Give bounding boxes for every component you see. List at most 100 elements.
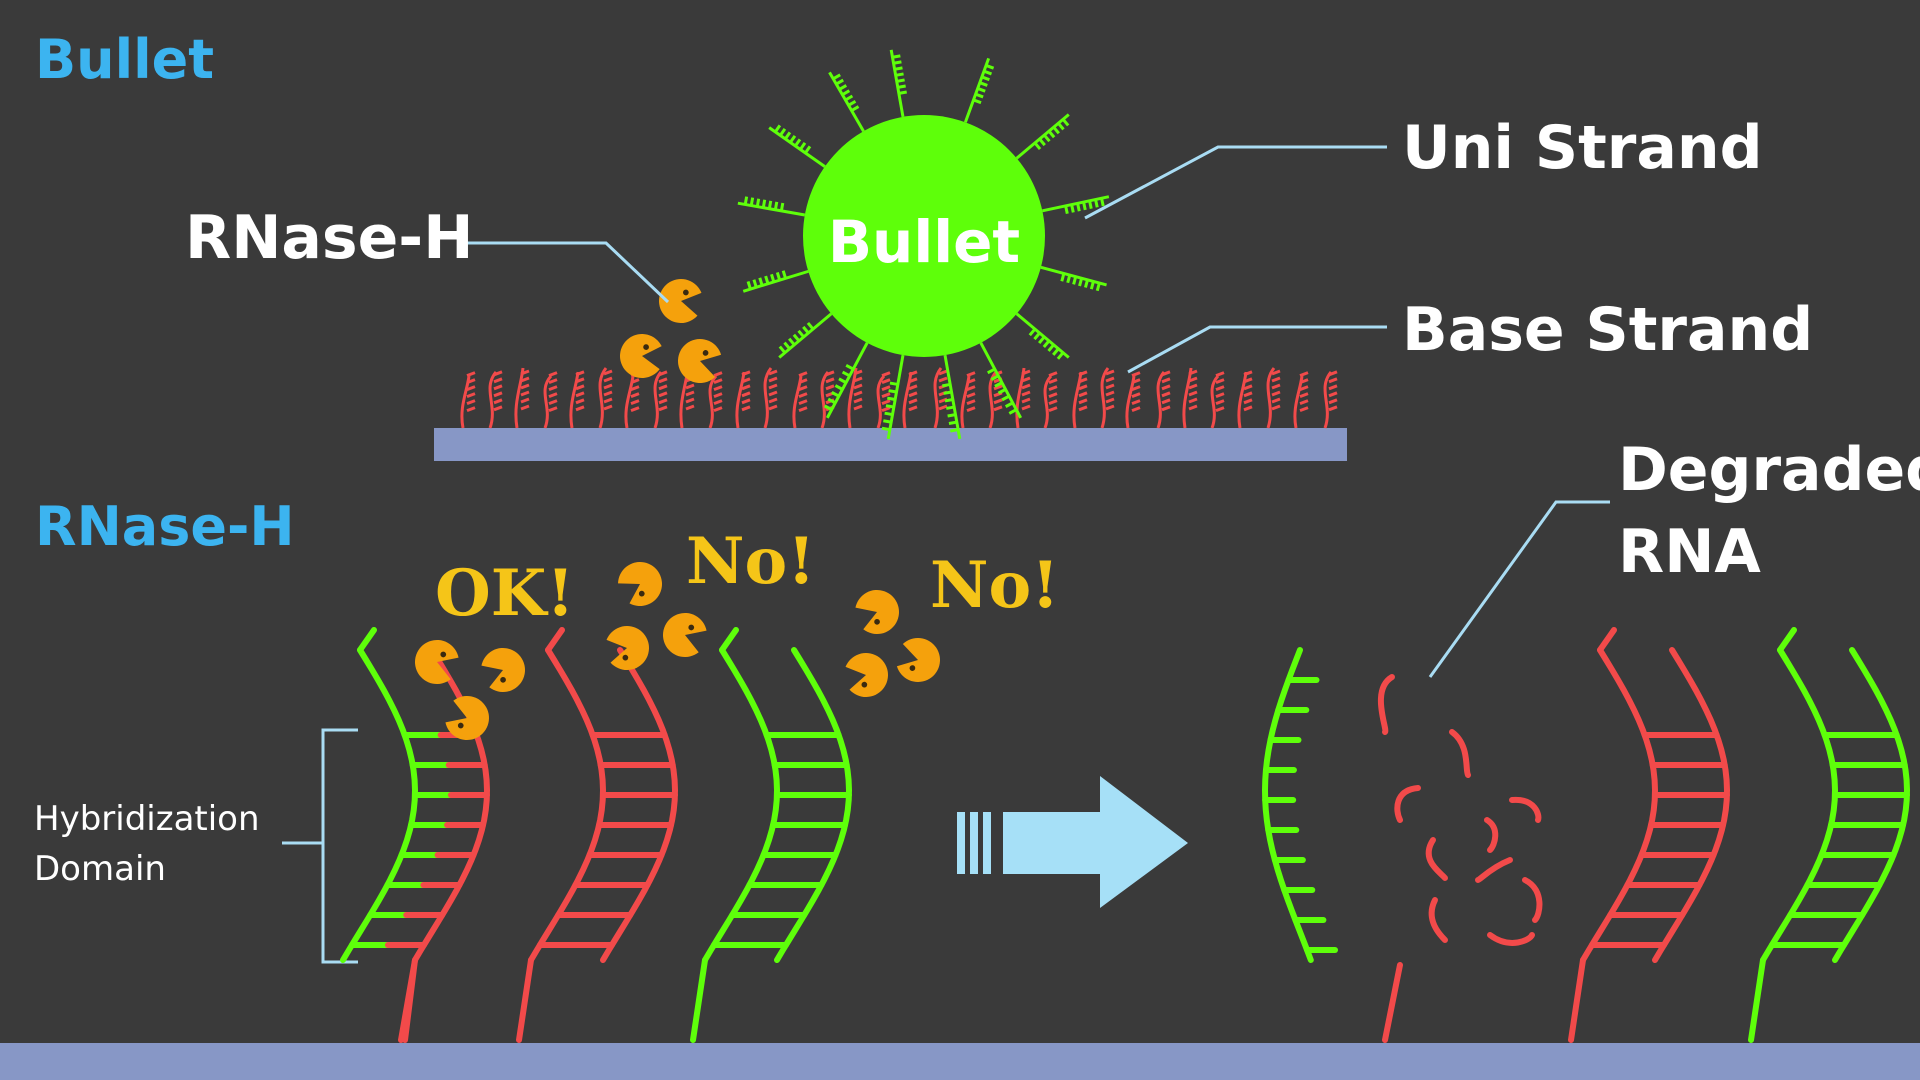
uni-strand-tick [997, 388, 1007, 395]
uni-strand-tick [1033, 332, 1041, 341]
rnase-h-enzyme-icon [618, 562, 662, 606]
base-strand-tick [1161, 384, 1171, 391]
uni-strand-tick [823, 404, 833, 411]
base-strand-tick [1048, 406, 1058, 413]
base-strand-tick [575, 384, 585, 391]
base-strand [960, 375, 971, 429]
uni-strand [979, 342, 1023, 419]
duplex [1568, 627, 1731, 1043]
strand-tail [516, 957, 535, 1043]
uni-strand-tick [1082, 201, 1087, 211]
strand-left [1760, 647, 1839, 963]
base-strand [598, 367, 608, 429]
base-strand [653, 371, 663, 429]
base-strand-tick [1188, 369, 1198, 376]
base-strand-tick [1021, 383, 1031, 390]
base-strand-tick [825, 370, 835, 377]
base-strand-tick [966, 399, 976, 406]
uni-strand-tick [845, 364, 854, 371]
rnase-h-enzyme-icon [658, 279, 702, 323]
base-strand-tick [1048, 392, 1058, 399]
uni-strand-tick [831, 391, 840, 398]
uni-strand [1015, 312, 1070, 359]
uni-strand-tick [838, 84, 848, 91]
uni-strand-tick [834, 384, 844, 391]
uni-strand-tick [1001, 394, 1010, 402]
rnase-h-enzyme-icon [663, 613, 707, 657]
base-strand-tick [575, 370, 585, 377]
uni-strand-tick [1072, 276, 1078, 285]
base-strand-tick [575, 398, 585, 405]
rna-fragment [1378, 674, 1395, 735]
label-uni-strand: Uni Strand [1402, 113, 1763, 183]
uni-strand-tick [1094, 199, 1099, 208]
base-strand-tick [1299, 378, 1309, 385]
rna-fragment [1449, 729, 1471, 778]
base-strand-tick [658, 405, 668, 412]
uni-strand [768, 126, 826, 168]
uni-strand-tick [1083, 279, 1089, 288]
base-strand [763, 367, 773, 429]
uni-strand [778, 312, 833, 359]
base-strand-tick [908, 370, 918, 377]
strand-tail [690, 957, 709, 1043]
base-strand-tick [713, 385, 723, 392]
base-strand-tick [520, 383, 530, 390]
base-strand-tick [630, 406, 640, 413]
rna-fragment [1522, 877, 1543, 923]
base-strand-tick [1048, 378, 1058, 385]
rnase-h-enzyme-icon [481, 648, 525, 692]
base-strand-tick [1021, 369, 1031, 376]
uni-strand [963, 57, 991, 123]
uni-strand-tick [979, 81, 988, 87]
base-strand-tick [798, 406, 808, 413]
uni-strand-tick [1070, 204, 1075, 213]
uni-strand-tick [841, 370, 851, 378]
base-strand-tick [603, 369, 613, 376]
strand-top [357, 627, 377, 653]
base-strand [460, 375, 471, 429]
base-strand-tick [825, 384, 835, 391]
base-strand-tick [658, 377, 668, 384]
base-strand-tick [493, 391, 503, 398]
base-strand-tick [1188, 376, 1198, 383]
base-strand-tick [1271, 404, 1281, 411]
base-strand [902, 371, 913, 429]
uni-strand-tick [981, 75, 990, 82]
uni-strand-tick [946, 405, 955, 410]
base-strand-tick [1328, 384, 1338, 391]
uni-strand-tick [804, 145, 812, 154]
base-strand-tick [548, 385, 558, 392]
base-strand-tick [1131, 378, 1141, 385]
base-strand-tick [1299, 371, 1309, 378]
strand-top [545, 627, 565, 653]
base-strand-tick [603, 383, 613, 390]
strand-right [774, 647, 852, 963]
label-domain: Domain [34, 849, 166, 889]
base-strand-tick [1328, 398, 1338, 405]
base-strand-tick [1188, 390, 1198, 397]
base-strand-tick [603, 390, 613, 397]
base-strand-tick [630, 378, 640, 385]
base-strand-tick [548, 378, 558, 385]
duplex [690, 627, 852, 1043]
strand-tail [398, 957, 419, 1043]
base-strand-tick [798, 378, 808, 385]
uni-strand-tick [948, 420, 958, 425]
uni-strand-tick [775, 272, 782, 281]
strand-left [528, 647, 606, 963]
base-strand-tick [881, 392, 891, 399]
base-strand [820, 371, 830, 429]
reaction-ok: OK! [435, 556, 574, 631]
rnase-h-enzyme-icon [845, 653, 889, 697]
base-strand-tick [768, 404, 778, 411]
base-strand-tick [658, 384, 668, 391]
base-strand [1015, 367, 1026, 429]
uni-strand-tick [975, 92, 984, 99]
uni-strand-tick [1038, 138, 1046, 147]
rna-fragment [1425, 837, 1448, 881]
uni-strand-tick [1061, 118, 1070, 127]
base-strand-tick [1215, 385, 1225, 392]
uni-strand-tick [973, 98, 982, 105]
base-strand-tick [1105, 397, 1115, 404]
